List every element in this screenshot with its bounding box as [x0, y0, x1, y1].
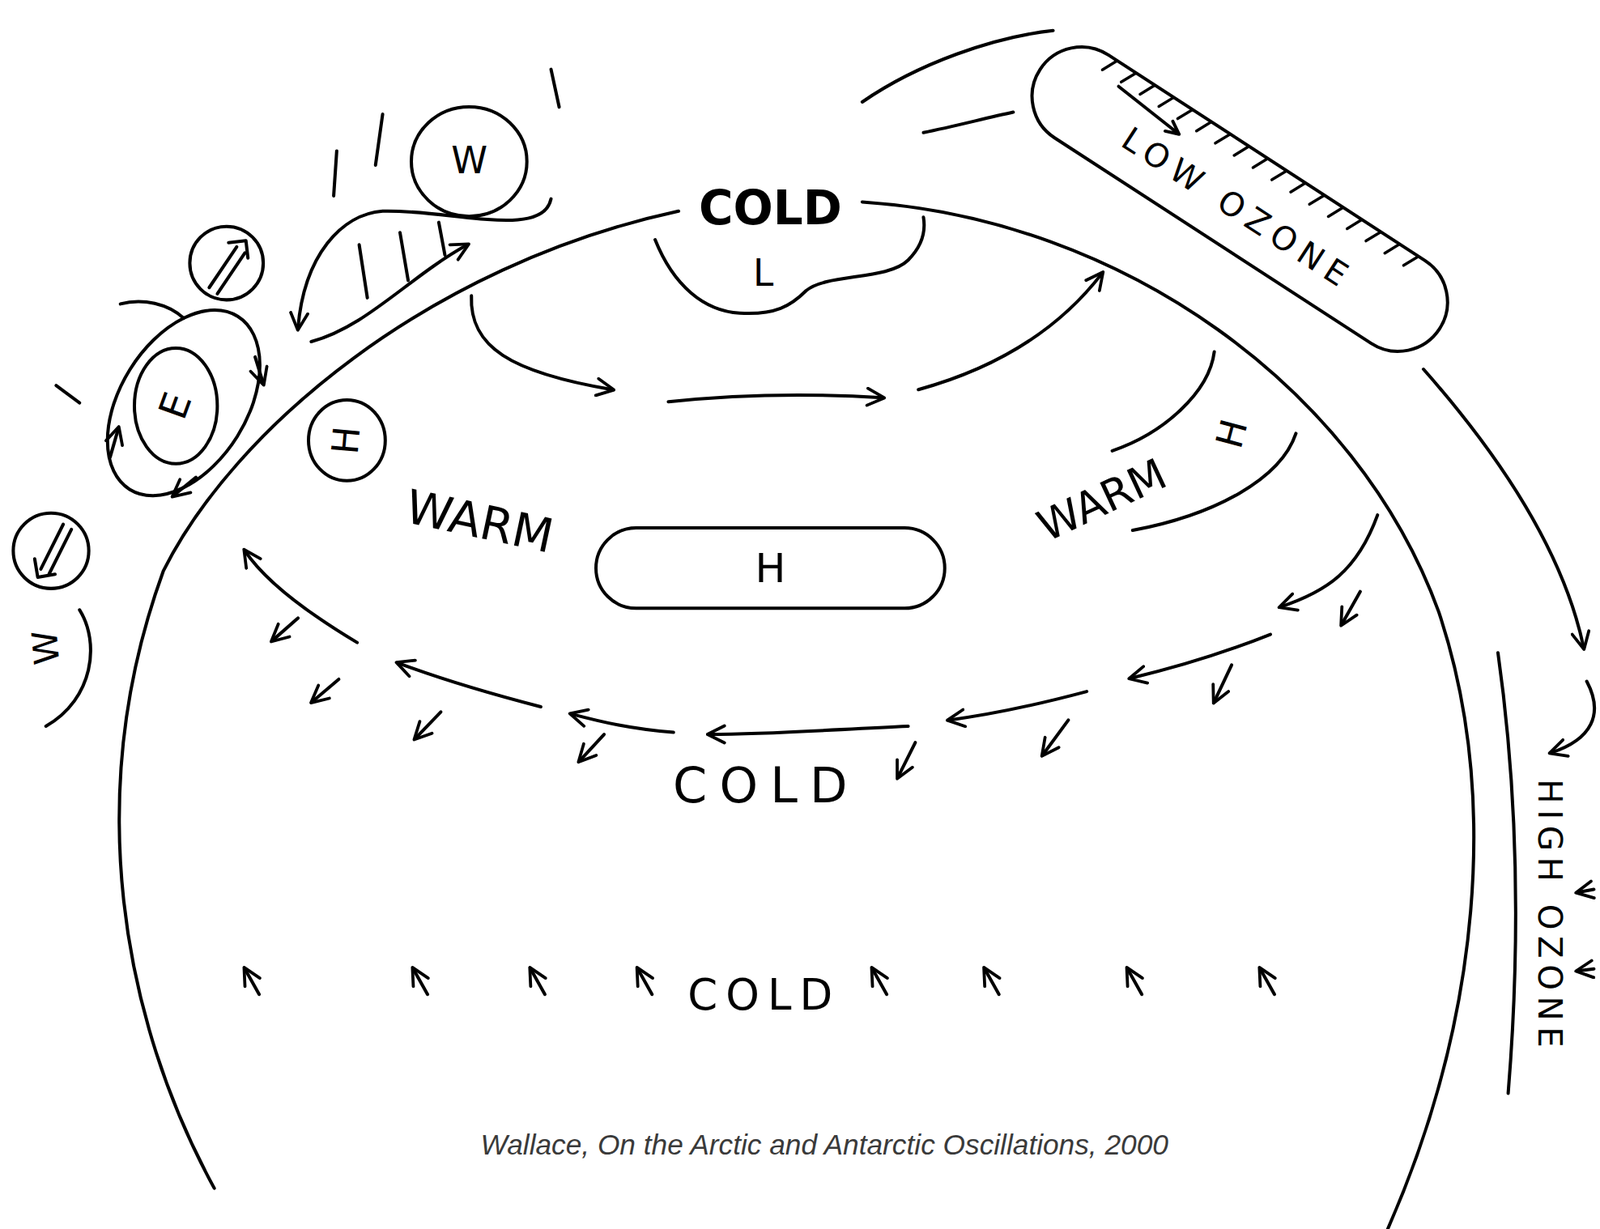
- small-arrow: [272, 617, 298, 641]
- eddy-loop: [310, 244, 468, 342]
- flow-arrow: [668, 395, 883, 402]
- eddy-loop: [76, 282, 292, 523]
- hatch-mark: [1140, 81, 1154, 98]
- caption: Wallace, On the Arctic and Antarctic Osc…: [480, 1127, 1169, 1162]
- earth-outline: [119, 211, 679, 1189]
- small-arrow: [412, 969, 428, 995]
- line-work: [12, 30, 1595, 1229]
- small-arrow: [110, 428, 119, 457]
- small-arrow: [1259, 969, 1275, 995]
- bracket-line: [46, 609, 91, 727]
- region-label: COLD: [677, 971, 843, 1019]
- flow-arrow: [471, 295, 613, 390]
- stratosphere-line: [862, 30, 1054, 103]
- region-label: COLD: [659, 758, 862, 813]
- small-arrow: [255, 357, 264, 384]
- circled-arrow: [12, 513, 89, 589]
- small-arrow: [1577, 889, 1594, 894]
- ozone-transport-arrow: [1551, 681, 1596, 754]
- small-arrow: [1577, 969, 1594, 972]
- stratosphere-line: [923, 112, 1013, 133]
- hatch-mark: [1290, 178, 1305, 196]
- circled-arrow: [208, 240, 248, 294]
- flow-arrow: [571, 714, 674, 733]
- small-arrow: [897, 742, 915, 778]
- small-arrow: [173, 477, 196, 497]
- hatch-mark: [1272, 166, 1286, 183]
- high-contour-border: [308, 400, 386, 481]
- circled-arrow: [189, 226, 264, 301]
- tick-line: [375, 114, 383, 166]
- hatch-mark: [1252, 154, 1267, 171]
- small-arrow: [1214, 664, 1232, 702]
- pressure-label: L: [751, 253, 775, 294]
- hatch-mark: [1347, 216, 1362, 233]
- small-arrow: [579, 734, 605, 762]
- high-contour: H: [306, 397, 388, 484]
- hatch-mark: [1327, 204, 1342, 221]
- ozone-label: HIGH OZONE: [1531, 771, 1567, 1056]
- small-arrow: [415, 711, 442, 739]
- small-arrow: [1042, 719, 1069, 755]
- cell-oval: W: [408, 104, 530, 219]
- tick-line: [400, 232, 409, 281]
- eddy-loop: [297, 199, 552, 329]
- hatch-mark: [1196, 118, 1211, 135]
- hatch-mark: [1121, 69, 1136, 86]
- flow-arrow: [1280, 514, 1379, 607]
- circled-arrow: [34, 524, 72, 579]
- flow-arrow: [1130, 634, 1271, 679]
- earth-outline: [862, 201, 1474, 1229]
- flow-arrow: [244, 550, 358, 643]
- tick-line: [333, 150, 337, 196]
- ozone-layer-line: [1497, 652, 1516, 1094]
- hatch-mark: [1158, 93, 1173, 111]
- hatch-mark: [1365, 228, 1380, 245]
- node-text: E: [151, 387, 200, 425]
- pressure-label: H: [1208, 413, 1256, 455]
- hatch-mark: [1309, 191, 1324, 209]
- flow-arrow: [918, 273, 1103, 391]
- flow-arrow: [397, 663, 541, 707]
- tick-line: [55, 385, 80, 403]
- small-arrow: [244, 969, 260, 995]
- hatch-mark: [1177, 106, 1192, 123]
- ozone-band-border: [1012, 27, 1467, 371]
- cell-oval-border: [411, 106, 528, 217]
- small-arrow: [1127, 969, 1143, 995]
- region-label: WARM: [1029, 449, 1176, 551]
- tick-line: [120, 301, 184, 319]
- wind-label: W: [25, 627, 67, 669]
- small-arrow: [530, 969, 545, 995]
- small-arrow: [312, 679, 340, 703]
- node-text: H: [325, 425, 369, 456]
- ozone-transport-arrow: [1423, 369, 1584, 648]
- hatch-mark: [1234, 142, 1248, 159]
- region-label: WARM: [400, 480, 560, 563]
- small-arrow: [872, 969, 887, 995]
- high-contour-border: [595, 527, 945, 609]
- flow-arrow: [948, 691, 1087, 720]
- high-contour-line: [1112, 352, 1215, 452]
- tick-line: [438, 222, 446, 256]
- region-label: COLD: [697, 182, 844, 235]
- small-arrow: [984, 969, 1000, 995]
- hatch-mark: [1403, 252, 1418, 269]
- tick-line: [359, 244, 368, 298]
- small-arrow: [638, 969, 653, 995]
- cell-oval: E: [131, 345, 220, 467]
- flow-arrow: [709, 726, 909, 735]
- tick-line: [551, 69, 560, 108]
- hatch-mark: [1215, 130, 1230, 147]
- node-text: W: [451, 140, 488, 182]
- small-arrow: [1341, 591, 1361, 625]
- cell-oval-border: [134, 348, 218, 464]
- hatch-mark: [1384, 240, 1399, 257]
- high-contour: H: [594, 526, 947, 610]
- hatch-mark: [1102, 56, 1116, 73]
- node-text: H: [754, 545, 786, 591]
- ozone-band: LOW OZONE: [1010, 25, 1469, 373]
